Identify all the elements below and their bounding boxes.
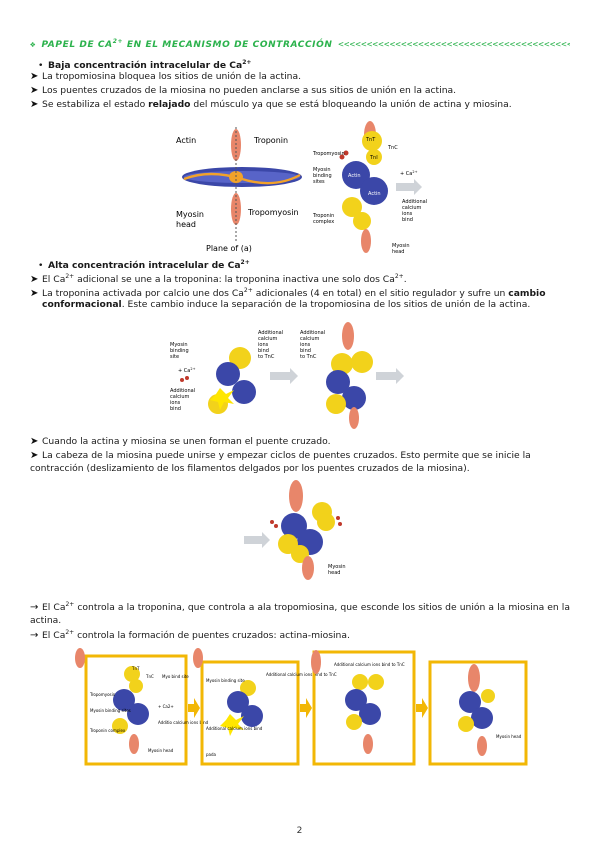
svg-text:Tropomyosin: Tropomyosin xyxy=(312,151,345,157)
arrow-bullet-icon: ➤ xyxy=(30,288,39,300)
svg-text:Myo bind site: Myo bind site xyxy=(162,674,189,679)
svg-text:Myosin: Myosin xyxy=(170,342,188,348)
svg-text:Additional calcium ions bind: Additional calcium ions bind xyxy=(206,726,263,731)
svg-text:ions: ions xyxy=(258,342,269,348)
svg-text:+ Ca2+: + Ca2+ xyxy=(158,704,174,709)
list-item: ➤La tropomiosina bloquea los sitios de u… xyxy=(30,71,302,82)
svg-text:Myosin binding site: Myosin binding site xyxy=(206,678,245,683)
svg-text:complex: complex xyxy=(313,219,334,225)
svg-text:calcium: calcium xyxy=(170,394,190,400)
section-heading: ❖ PAPEL DE CA2+ EN EL MECANISMO DE CONTR… xyxy=(30,38,570,50)
figure-high-calcium: Myosin binding site Additional calcium i… xyxy=(170,322,404,429)
panel-4 xyxy=(428,660,528,766)
arrow-bullet-icon: ➤ xyxy=(30,85,39,96)
myosin-head-label: Myosin xyxy=(176,210,204,219)
svg-text:calcium: calcium xyxy=(402,205,422,211)
list-item: ➤Los puentes cruzados de la miosina no p… xyxy=(30,85,457,96)
svg-text:bind: bind xyxy=(170,406,181,412)
svg-text:pada: pada xyxy=(206,752,217,757)
svg-text:calcium: calcium xyxy=(258,336,278,342)
high-concentration-label: •Alta concentración intracelular de Ca2+ xyxy=(38,259,250,272)
svg-text:site: site xyxy=(170,354,179,360)
svg-text:Additional: Additional xyxy=(258,330,283,336)
svg-text:head: head xyxy=(328,570,340,576)
svg-text:TnI: TnI xyxy=(369,155,378,161)
section-title: PAPEL DE CA2+ EN EL MECANISMO DE CONTRAC… xyxy=(41,38,333,50)
svg-text:Actin: Actin xyxy=(368,191,381,197)
svg-text:Tropomyosin: Tropomyosin xyxy=(89,692,116,697)
cross-section-diagram: TnT TnC TnI Tropomyosin Myosin binding s… xyxy=(312,121,427,255)
svg-text:Myosin: Myosin xyxy=(392,243,410,249)
decorative-trail: <<<<<<<<<<<<<<<<<<<<<<<<<<<<<<<<<<<<<<<<… xyxy=(338,40,570,50)
svg-text:Additional: Additional xyxy=(300,330,325,336)
svg-text:to TnC: to TnC xyxy=(300,354,317,360)
arrow-bullet-icon: ➤ xyxy=(30,99,39,110)
figure-low-calcium: Actin Troponin Myosin head Tropomyosin P… xyxy=(176,121,427,255)
svg-text:+ Ca2+: + Ca2+ xyxy=(400,170,418,177)
arrow-bullet-icon: ➤ xyxy=(30,274,39,286)
tropomyosin-label: Tropomyosin xyxy=(247,208,299,217)
list-item: ➤Cuando la actina y miosina se unen form… xyxy=(30,436,331,447)
svg-text:binding: binding xyxy=(313,173,332,179)
svg-text:ions: ions xyxy=(170,400,181,406)
panel-2 xyxy=(200,660,300,766)
svg-text:Myosin: Myosin xyxy=(328,564,346,570)
list-item: ➤Se estabiliza el estado relajado del mú… xyxy=(30,99,512,110)
panel-3 xyxy=(312,650,416,766)
svg-text:calcium: calcium xyxy=(300,336,320,342)
plane-label: Plane of (a) xyxy=(206,244,252,253)
troponin-label: Troponin xyxy=(253,136,288,145)
svg-text:head: head xyxy=(176,220,196,229)
svg-text:to TnC: to TnC xyxy=(258,354,275,360)
svg-text:Actin: Actin xyxy=(348,173,361,179)
list-item: ➤El Ca2+ adicional se une a la troponina… xyxy=(30,273,407,286)
svg-text:bind: bind xyxy=(402,217,413,223)
svg-text:TnT: TnT xyxy=(365,137,376,143)
low-concentration-label: •Baja concentración intracelular de Ca2+ xyxy=(38,59,252,72)
svg-text:binding: binding xyxy=(170,348,189,354)
figure-cross-bridge: Myosin head xyxy=(244,480,346,580)
diamond-bullet-icon: ❖ xyxy=(30,40,36,50)
list-item: →El Ca2+ controla a la troponina, que co… xyxy=(30,601,570,627)
svg-text:Additional: Additional xyxy=(402,199,427,205)
right-arrow-icon: → xyxy=(30,602,39,614)
svg-text:sites: sites xyxy=(313,179,325,185)
list-item: ➤La troponina activada por calcio une do… xyxy=(30,287,546,300)
svg-text:bind: bind xyxy=(300,348,311,354)
arrow-bullet-icon: ➤ xyxy=(30,436,39,447)
panel-1 xyxy=(84,654,188,766)
svg-text:Myosin: Myosin xyxy=(313,167,331,173)
right-arrow-icon: → xyxy=(30,630,39,642)
svg-text:+ Ca2+: + Ca2+ xyxy=(178,367,196,374)
list-item-continuation: conformacional. Este cambio induce la se… xyxy=(42,299,531,310)
svg-text:ions: ions xyxy=(402,211,413,217)
svg-text:Additional: Additional xyxy=(170,388,195,394)
svg-text:bind: bind xyxy=(258,348,269,354)
arrow-bullet-icon: ➤ xyxy=(30,71,39,82)
list-item: →El Ca2+ controla la formación de puente… xyxy=(30,629,350,642)
svg-text:head: head xyxy=(392,249,404,255)
list-item: ➤La cabeza de la miosina puede unirse y … xyxy=(30,450,531,474)
svg-text:Myosin binding sites: Myosin binding sites xyxy=(90,708,131,713)
svg-text:Additional calcium ions bind t: Additional calcium ions bind to TnC xyxy=(334,662,405,667)
actin-label: Actin xyxy=(176,136,196,145)
svg-text:TnT: TnT xyxy=(131,666,140,671)
thin-filament-diagram: Actin Troponin Myosin head Tropomyosin P… xyxy=(176,127,302,253)
svg-text:Myosin head: Myosin head xyxy=(148,748,174,753)
svg-text:TnC: TnC xyxy=(145,674,154,679)
svg-text:Troponin: Troponin xyxy=(312,213,334,219)
svg-text:Troponin complex: Troponin complex xyxy=(89,728,126,733)
arrow-bullet-icon: ➤ xyxy=(30,450,39,461)
svg-text:Additional calcium ions bind t: Additional calcium ions bind to TnC xyxy=(266,672,337,677)
svg-text:Additio calcium ions bind: Additio calcium ions bind xyxy=(158,720,209,725)
figure-sequence: Tropomyosin Myosin binding sites Troponi… xyxy=(75,648,528,766)
svg-text:Myosin head: Myosin head xyxy=(496,734,522,739)
page-number: 2 xyxy=(296,826,303,836)
svg-text:TnC: TnC xyxy=(387,145,398,151)
svg-text:ions: ions xyxy=(300,342,311,348)
